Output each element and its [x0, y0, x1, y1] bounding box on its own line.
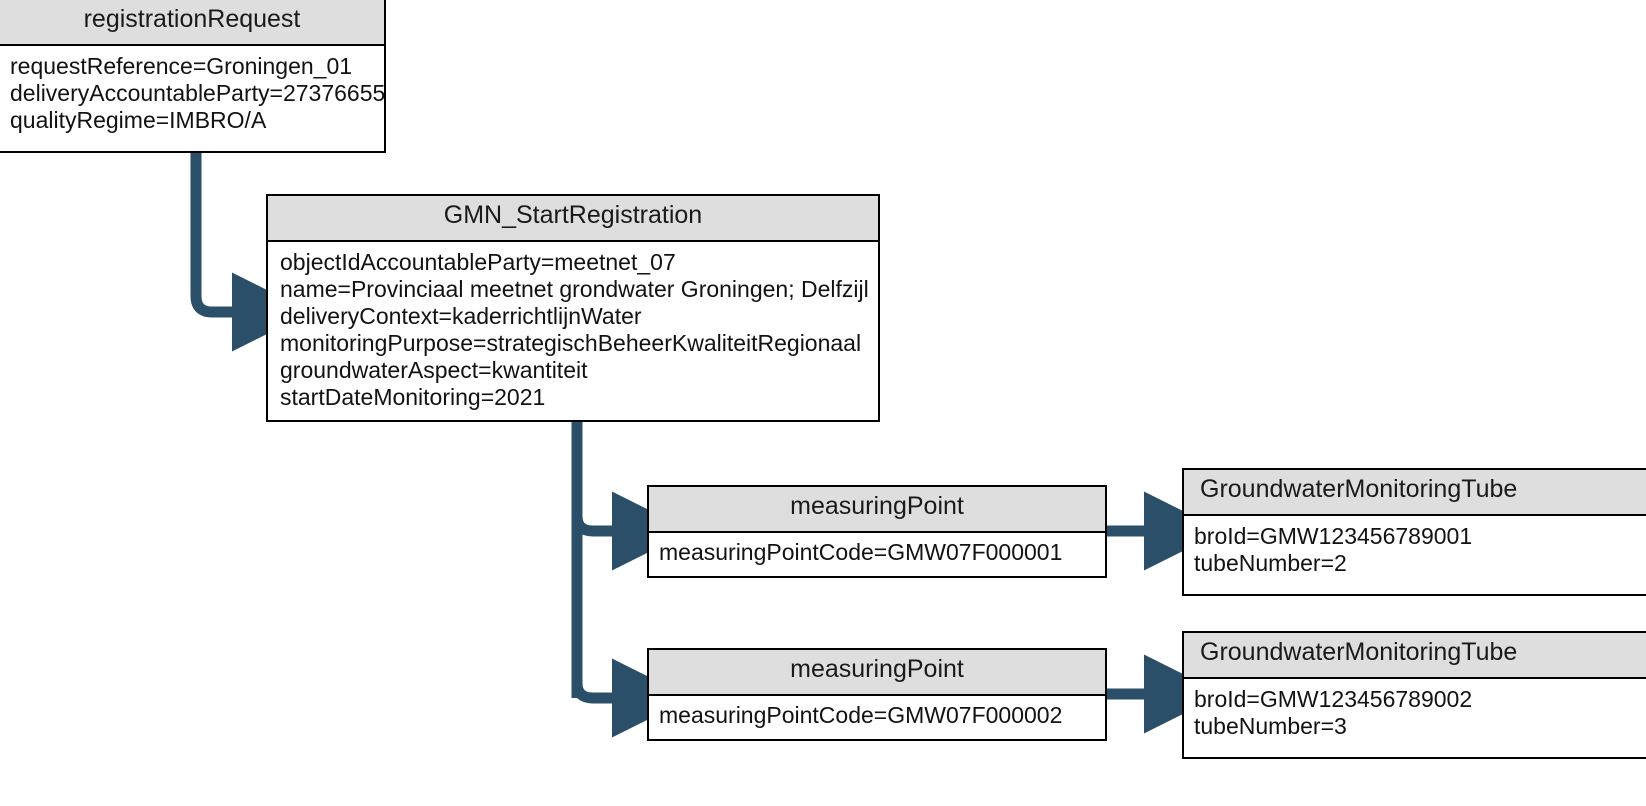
attribute-row: startDateMonitoring=2021 — [280, 384, 546, 410]
attribute-row: monitoringPurpose=strategischBeheerKwali… — [280, 330, 862, 356]
node-measuring-point-2[interactable]: measuringPoint measuringPointCode=GMW07F… — [647, 648, 1107, 741]
attribute-row: qualityRegime=IMBRO/A — [10, 107, 267, 133]
attribute-row: groundwaterAspect=kwantiteit — [280, 357, 588, 383]
node-attributes: objectIdAccountableParty=meetnet_07 name… — [268, 242, 878, 419]
node-attributes: requestReference=Groningen_01 deliveryAc… — [0, 46, 384, 142]
attribute-row: tubeNumber=2 — [1194, 550, 1347, 576]
attribute-row: deliveryContext=kaderrichtlijnWater — [280, 303, 642, 329]
attribute-row: requestReference=Groningen_01 — [10, 53, 353, 79]
attribute-row: name=Provinciaal meetnet grondwater Gron… — [280, 276, 869, 302]
node-registration-request[interactable]: registrationRequest requestReference=Gro… — [0, 0, 386, 153]
connector-req-to-gmn — [190, 152, 311, 352]
attribute-row: measuringPointCode=GMW07F000002 — [659, 702, 1063, 728]
node-title: GroundwaterMonitoringTube — [1184, 633, 1646, 679]
attribute-row: objectIdAccountableParty=meetnet_07 — [280, 249, 676, 275]
node-title: GroundwaterMonitoringTube — [1184, 470, 1646, 516]
node-title: registrationRequest — [0, 0, 384, 46]
attribute-row: tubeNumber=3 — [1194, 713, 1347, 739]
node-groundwater-monitoring-tube-2[interactable]: GroundwaterMonitoringTube broId=GMW12345… — [1182, 631, 1646, 759]
node-attributes: broId=GMW123456789001 tubeNumber=2 — [1184, 516, 1646, 585]
attribute-row: deliveryAccountableParty=27376655 — [10, 80, 384, 106]
node-attributes: measuringPointCode=GMW07F000002 — [649, 696, 1105, 737]
attribute-row: broId=GMW123456789001 — [1194, 523, 1473, 549]
attribute-row: measuringPointCode=GMW07F000001 — [659, 539, 1063, 565]
node-attributes: measuringPointCode=GMW07F000001 — [649, 533, 1105, 574]
node-title: GMN_StartRegistration — [268, 196, 878, 242]
node-title: measuringPoint — [649, 487, 1105, 533]
attribute-row: broId=GMW123456789002 — [1194, 686, 1473, 712]
node-measuring-point-1[interactable]: measuringPoint measuringPointCode=GMW07F… — [647, 485, 1107, 578]
node-attributes: broId=GMW123456789002 tubeNumber=3 — [1184, 679, 1646, 748]
connector-gmn-to-mp2 — [571, 658, 691, 738]
node-groundwater-monitoring-tube-1[interactable]: GroundwaterMonitoringTube broId=GMW12345… — [1182, 468, 1646, 596]
node-gmn-start-registration[interactable]: GMN_StartRegistration objectIdAccountabl… — [266, 194, 880, 422]
connector-gmn-to-mp1 — [571, 491, 691, 571]
node-title: measuringPoint — [649, 650, 1105, 696]
